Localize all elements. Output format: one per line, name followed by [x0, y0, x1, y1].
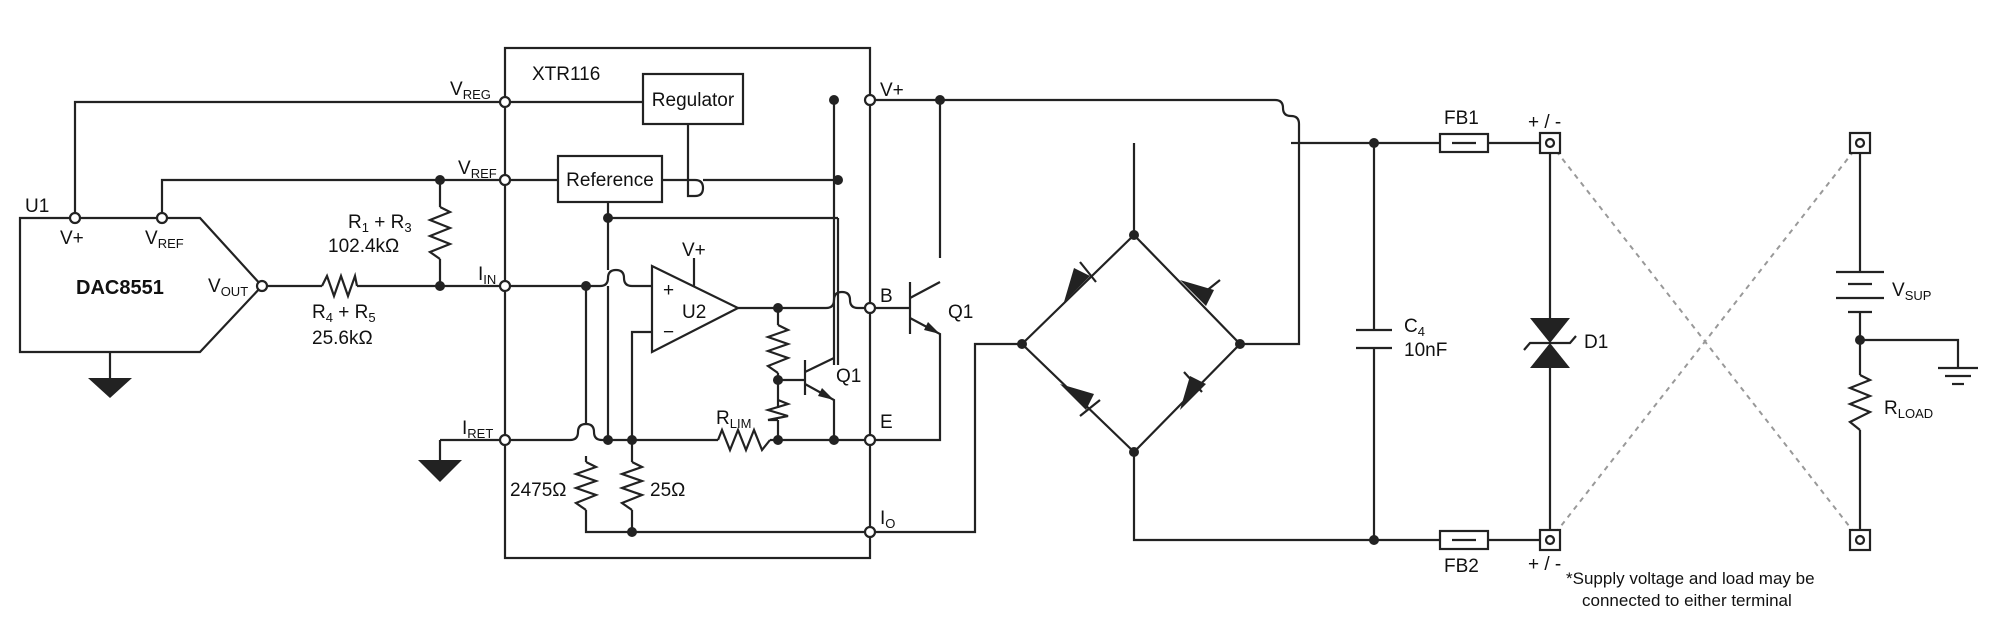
r25-resistor [618, 461, 646, 511]
dac8551-block [18, 216, 264, 354]
pin-circles [68, 93, 877, 539]
d1-tvs-diode [1523, 318, 1577, 368]
u2-vplus-label: V+ [682, 240, 706, 261]
r2475-resistor [572, 461, 600, 511]
u2-minus-label: − [663, 322, 674, 343]
dac-vref-label: VREF [145, 228, 184, 251]
rlim-resistor [716, 427, 771, 453]
vref-pin-label: VREF [458, 158, 497, 181]
terminal-cross-lines [1549, 142, 1861, 541]
junction-dots [435, 95, 1865, 545]
diode-bridge [1020, 233, 1242, 454]
fb1-label: FB1 [1444, 108, 1479, 129]
c4-capacitor [1356, 328, 1392, 350]
terminal-top-label: + / - [1528, 112, 1561, 133]
r1-r3-value: 102.4kΩ [328, 236, 399, 257]
internal-resistor-2 [764, 398, 792, 422]
wires [73, 46, 1960, 560]
r25-label: 25Ω [650, 480, 685, 501]
reference-label: Reference [566, 170, 654, 191]
fb2-label: FB2 [1444, 556, 1479, 577]
c4-label: C4 [1404, 316, 1425, 339]
regulator-label: Regulator [652, 90, 735, 111]
terminals [1538, 131, 1872, 552]
u2-label: U2 [682, 302, 706, 323]
note-line-1: *Supply voltage and load may be [1566, 569, 1815, 588]
u2-plus-label: + [663, 280, 674, 301]
r1-r3-resistor [427, 206, 453, 260]
dac8551-label: DAC8551 [76, 277, 164, 299]
d1-label: D1 [1584, 332, 1608, 353]
q1-internal-arrow [818, 388, 834, 400]
e-pin-label: E [880, 412, 893, 433]
q1-external-label: Q1 [948, 302, 973, 323]
r4-r5-value: 25.6kΩ [312, 328, 373, 349]
reference-block [556, 154, 664, 204]
b-pin-label: B [880, 286, 893, 307]
opamp-u2 [650, 264, 741, 354]
dac-vout-label: VOUT [208, 276, 248, 299]
vreg-pin-label: VREG [450, 79, 491, 102]
terminal-bottom-label: + / - [1528, 554, 1561, 575]
r4-r5-label: R4 + R5 [312, 302, 376, 325]
xtr116-label: XTR116 [532, 64, 600, 85]
vsup-battery [1836, 270, 1884, 314]
iret-pin-label: IRET [462, 418, 493, 441]
right-ground-symbol [1938, 366, 1978, 386]
r1-r3-label: R1 + R3 [348, 212, 412, 235]
r2475-label: 2475Ω [510, 480, 566, 501]
io-pin-label: IO [880, 508, 895, 531]
note-line-2: connected to either terminal [1582, 591, 1792, 610]
u1-label: U1 [25, 196, 49, 217]
vplus-pin-label: V+ [880, 80, 904, 101]
r4-r5-resistor [321, 271, 359, 300]
dac-ground-symbol [88, 378, 132, 398]
rload-label: RLOAD [1884, 398, 1933, 421]
internal-resistor [764, 324, 792, 374]
iin-pin-label: IIN [478, 264, 496, 287]
rload-resistor [1847, 374, 1873, 431]
q1-internal-label: Q1 [836, 366, 861, 387]
iret-ground-symbol [418, 460, 462, 482]
c4-value: 10nF [1404, 340, 1447, 361]
dac-vplus-label: V+ [60, 228, 84, 249]
q1-external-arrow [924, 322, 940, 334]
regulator-block [641, 72, 745, 126]
rlim-label: RLIM [716, 408, 751, 431]
vsup-label: VSUP [1892, 280, 1931, 303]
